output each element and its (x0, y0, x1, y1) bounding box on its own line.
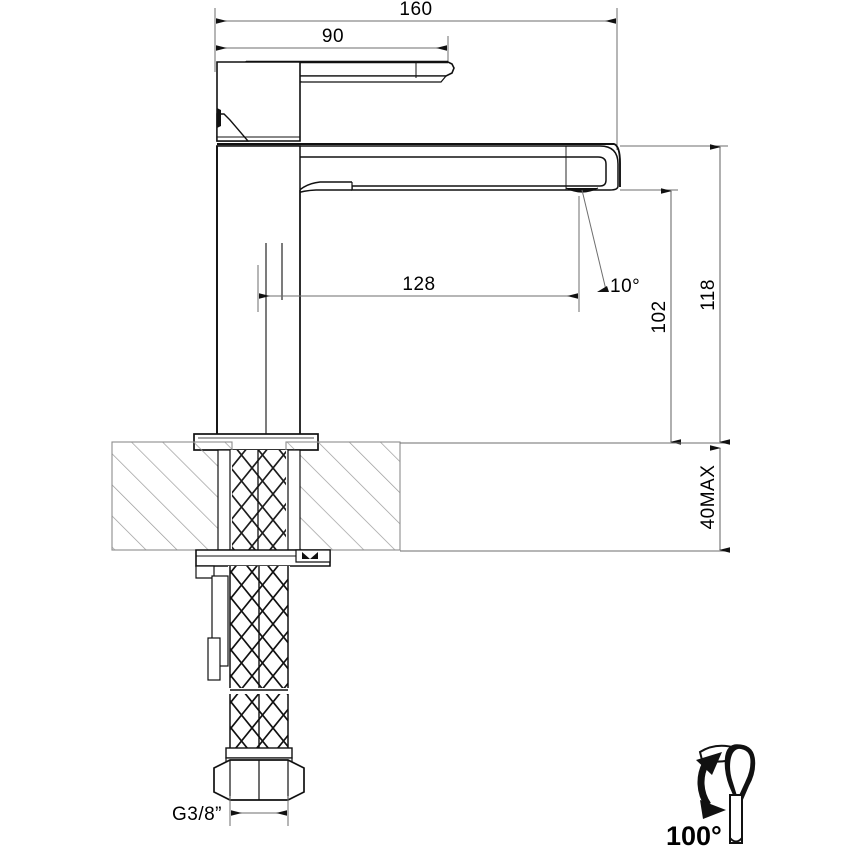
faucet-threaded-shank (217, 449, 301, 551)
dim-label-118: 118 (698, 279, 719, 311)
dimension-total-height-118: 118 (400, 144, 730, 445)
faucet-body-upper (216, 61, 301, 142)
dimension-overall-width-160: 160 (214, 0, 618, 150)
dimension-thread-g38: G3/8” (172, 796, 289, 826)
dim-label-102: 102 (649, 300, 670, 333)
dimension-spout-angle-10deg: 10° (581, 189, 640, 297)
dimension-spout-height-102: 102 (400, 188, 681, 445)
dim-label-128: 128 (402, 274, 435, 295)
countertop-section (111, 441, 401, 551)
dim-label-10deg: 10° (610, 276, 640, 297)
dim-label-160: 160 (399, 0, 432, 20)
lever-rotation-icon: 100° (666, 744, 756, 850)
flexible-hoses (207, 566, 290, 748)
mounting-plate (195, 549, 331, 579)
dim-label-90: 90 (322, 26, 344, 47)
dimension-spout-reach-128: 128 (257, 196, 580, 312)
rotation-angle-label: 100° (666, 821, 722, 850)
dim-label-g38: G3/8” (172, 804, 222, 825)
dimension-deck-thickness-40max: 40MAX (400, 445, 730, 553)
hose-fittings (213, 747, 305, 801)
dim-label-40max: 40MAX (698, 465, 719, 530)
